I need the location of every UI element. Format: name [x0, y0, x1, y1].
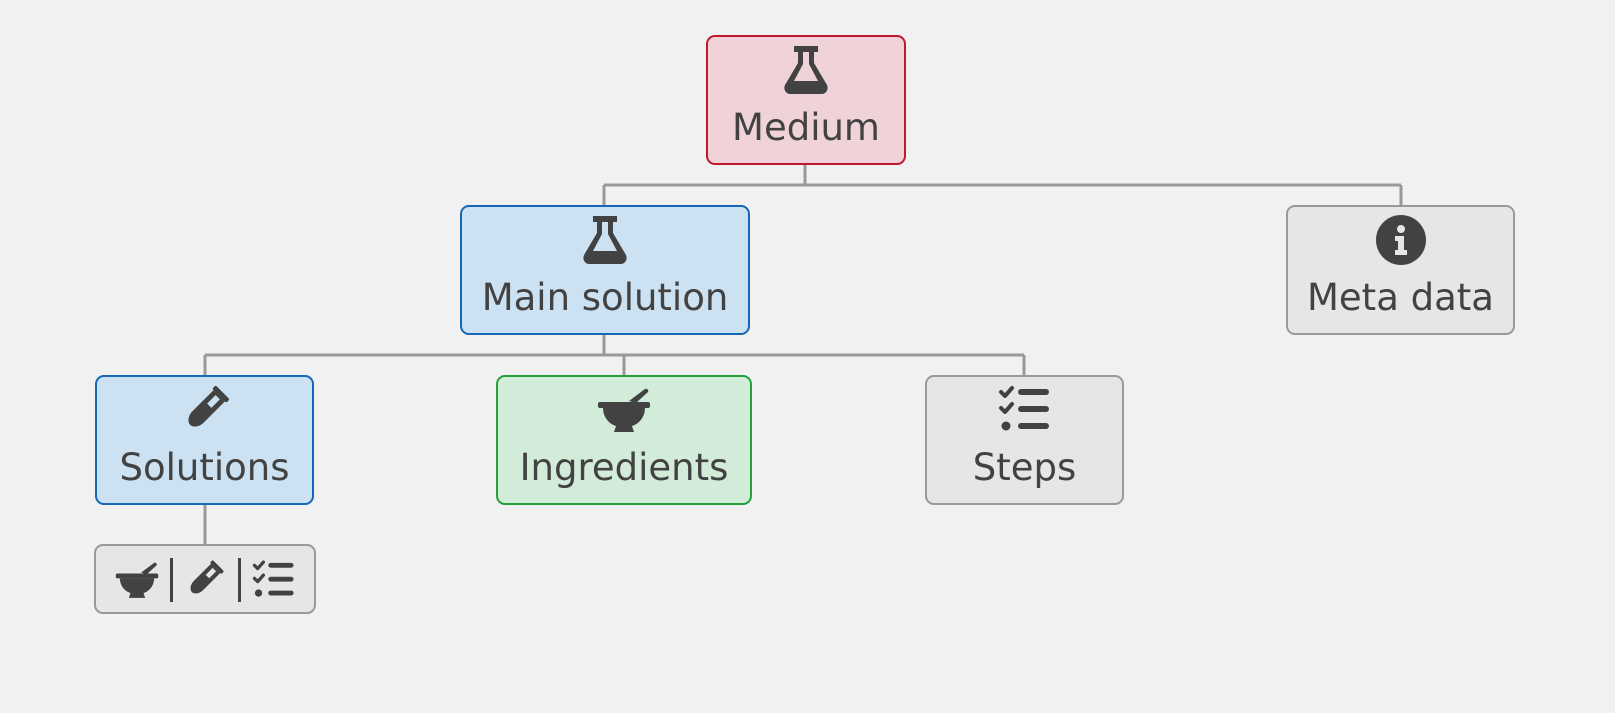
- checklist-icon: [998, 383, 1052, 437]
- separator: [238, 558, 241, 602]
- node-steps-label: Steps: [972, 446, 1077, 489]
- test-tube-icon: [182, 558, 226, 602]
- separator: [170, 558, 173, 602]
- flask-icon: [779, 43, 833, 97]
- node-solutions-label: Solutions: [119, 446, 290, 489]
- mortar-pestle-icon: [115, 558, 159, 602]
- checklist-icon: [252, 558, 296, 602]
- node-meta-data[interactable]: Meta data: [1286, 205, 1515, 335]
- node-meta-data-label: Meta data: [1307, 276, 1494, 319]
- node-collapsed-children[interactable]: [94, 544, 316, 614]
- node-medium[interactable]: Medium: [706, 35, 906, 165]
- node-steps[interactable]: Steps: [925, 375, 1124, 505]
- info-circle-icon: [1374, 213, 1428, 267]
- node-ingredients-label: Ingredients: [519, 446, 729, 489]
- mortar-pestle-icon: [597, 383, 651, 437]
- test-tube-icon: [178, 383, 232, 437]
- node-main-solution-label: Main solution: [481, 276, 729, 319]
- node-ingredients[interactable]: Ingredients: [496, 375, 752, 505]
- flask-icon: [578, 213, 632, 267]
- node-main-solution[interactable]: Main solution: [460, 205, 750, 335]
- node-medium-label: Medium: [732, 106, 880, 149]
- node-solutions[interactable]: Solutions: [95, 375, 314, 505]
